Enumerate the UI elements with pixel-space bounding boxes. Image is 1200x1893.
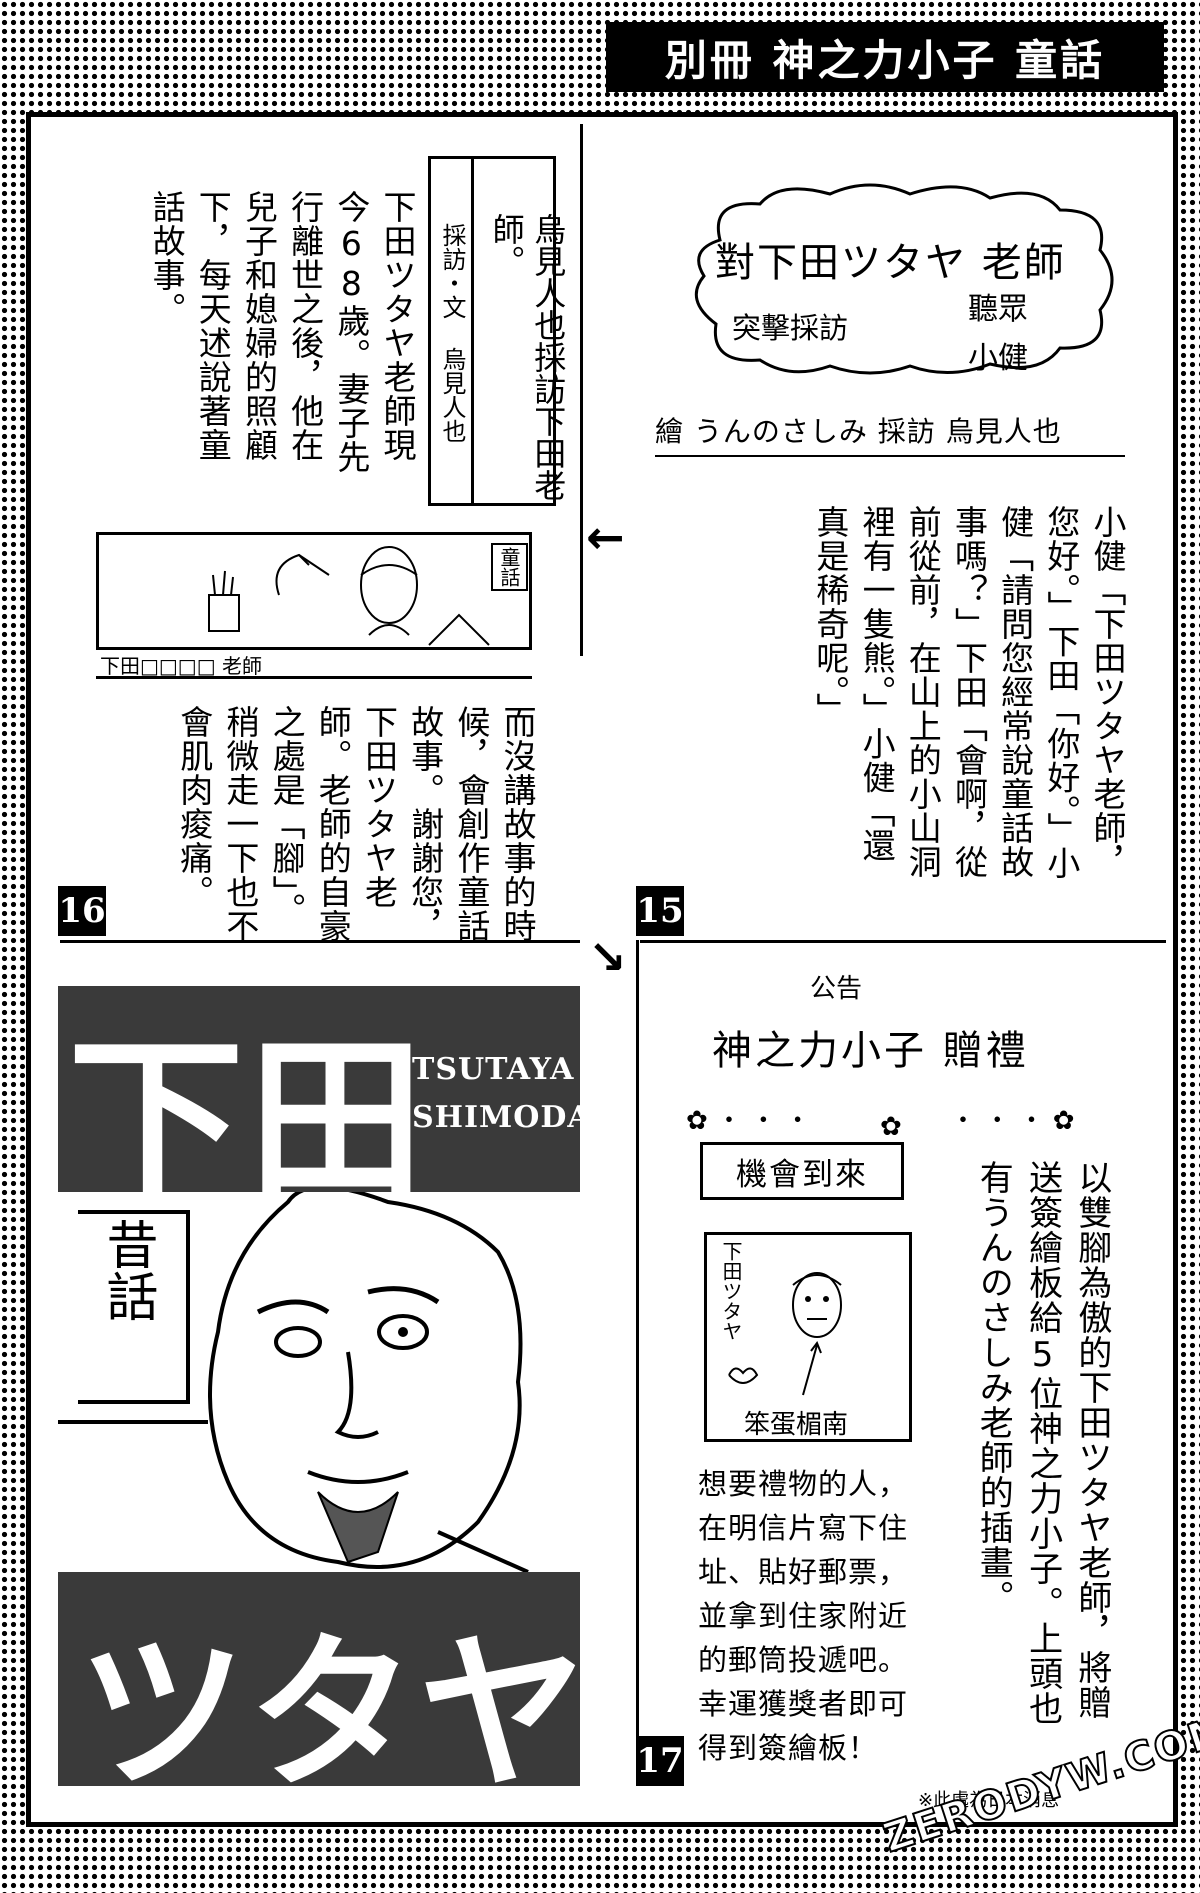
cloud-subtitle-left: 突擊採訪: [732, 311, 849, 345]
send-line: 想要禮物的人，: [698, 1467, 909, 1501]
arrow-down-right-icon: ↘: [588, 930, 627, 984]
interview-continuation: 而沒講故事的時候，會創作童話故事。謝謝您，下田ツタヤ老師。老師的自豪之處是「腳」…: [174, 705, 537, 943]
divider-left-bottom: [60, 940, 580, 943]
notice-label: 公告: [810, 974, 863, 1004]
page-number-15: 15: [636, 886, 684, 936]
divider-right-bottom: [640, 940, 1166, 943]
interview-tag-box: 烏見人也採訪下田老師。 採訪・文 烏見人也: [428, 156, 567, 506]
gift-description: 以雙腳為傲的下田ツタヤ老師，將贈送簽繪板給5位神之力小子。上頭也有うんのさしみ老…: [973, 1160, 1112, 1726]
interview-intro: 下田ツタヤ老師現今68歲。妻子先行離世之後，他在兒子和媳婦的照顧下，每天述說著童…: [147, 190, 417, 474]
chance-banner: 機會到來: [700, 1142, 904, 1200]
credit-underline: [655, 455, 1125, 457]
tag-title: 烏見人也採訪下田老師。: [487, 213, 568, 501]
page-number-16: 16: [58, 886, 106, 936]
page-header: 別冊 神之力小子 童話: [606, 22, 1164, 92]
sketch-caption-underline: [96, 676, 532, 679]
cloud-subtitle-right-1: 聽眾: [968, 292, 1028, 327]
tag-byline: 採訪・文 烏見人也: [438, 223, 466, 443]
send-line: 址、貼好郵票，: [698, 1555, 909, 1590]
chance-label: 機會到來: [736, 1156, 868, 1193]
footnote: ※此處為日本消息: [918, 1790, 1060, 1811]
column-divider-top: [580, 124, 583, 656]
send-line: 的郵筒投遞吧。: [698, 1643, 909, 1678]
send-line: 並拿到住家附近: [698, 1599, 909, 1634]
flower-icon-left: ✿ ・ ・ ・: [686, 1106, 811, 1136]
board-sign: 下田ツタヤ: [719, 1241, 743, 1341]
interview-dialogue: 小健「下田ツタヤ老師，您好。」下田「你好。」小健「請問您經常說童話故事嗎？」下田…: [810, 505, 1127, 880]
name-english-1: TSUTAYA: [412, 1052, 575, 1087]
sketch-sign: 童話: [491, 543, 528, 591]
tag-divider: [471, 159, 474, 503]
flower-icon-mid: ✿: [880, 1112, 902, 1142]
signed-board-illustration: 下田ツタヤ: [704, 1232, 912, 1442]
name-english-2: SHIMODA: [412, 1100, 592, 1135]
cloud-subtitle-right-2: 小健: [968, 341, 1028, 376]
name-banner-bottom: [58, 1572, 580, 1786]
name-kanji: 下田: [68, 1017, 429, 1224]
name-banner-top: [58, 986, 580, 1192]
sketch-caption: 下田□□□□ 老師: [100, 654, 262, 678]
page-number-17: 17: [636, 1736, 684, 1786]
send-line: 得到簽繪板！: [698, 1731, 879, 1766]
name-kana: ツタヤ: [78, 1616, 588, 1812]
arrow-left-icon: ←: [586, 510, 625, 564]
portrait-sign: 昔話: [97, 1218, 157, 1322]
header-title: 別冊 神之力小子 童話: [664, 35, 1106, 85]
gift-title: 神之力小子 贈禮: [712, 1028, 1029, 1074]
send-line: 幸運獲獎者即可: [698, 1687, 909, 1722]
send-instructions: 想要禮物的人， 在明信片寫下住 址、貼好郵票， 並拿到住家附近 的郵筒投遞吧。 …: [698, 1462, 908, 1771]
flower-icon-right: ・ ・ ・ ✿: [950, 1106, 1075, 1136]
board-caption: 笨蛋楣南: [744, 1410, 849, 1440]
column-divider-bottom: [636, 940, 639, 1772]
cloud-title: 對下田ツタヤ 老師: [715, 240, 1066, 286]
portrait-illustration: [58, 1192, 580, 1572]
credit-line: 繪 うんのさしみ 採訪 烏見人也: [655, 415, 1062, 448]
send-line: 在明信片寫下住: [698, 1511, 909, 1546]
cloud-bubble: [694, 183, 1114, 375]
sketch-illustration: 童話: [96, 532, 532, 650]
